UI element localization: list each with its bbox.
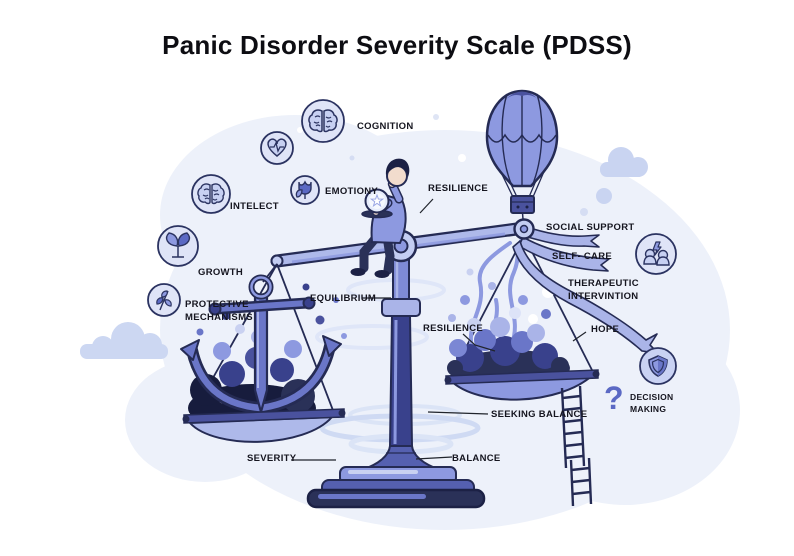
leaf-sprig-icon bbox=[147, 283, 181, 317]
label-therapeutic-intervention: THERAPEUTIC INTERVINTION bbox=[568, 278, 639, 303]
ladder bbox=[560, 385, 593, 507]
label-self-care: SELF- CARE bbox=[552, 251, 612, 262]
sprout-icon bbox=[157, 225, 199, 267]
label-seeking-balance: SEEKING BALANCE bbox=[491, 409, 588, 420]
heart-pulse-icon bbox=[260, 131, 294, 165]
right-pan bbox=[444, 369, 600, 401]
label-equilibrium: EQUILIBRIUM bbox=[310, 293, 377, 304]
people-conflict-icon bbox=[635, 233, 677, 275]
label-decision-making: DECISION MAKING bbox=[630, 392, 674, 414]
label-emotion: EMOTIONY bbox=[325, 186, 379, 197]
decor-dots bbox=[297, 114, 588, 216]
label-cognition: COGNITION bbox=[357, 121, 414, 132]
shield-icon bbox=[639, 347, 677, 385]
label-intellect: INTELECT bbox=[230, 201, 279, 212]
label-balance: BALANCE bbox=[452, 453, 501, 464]
label-growth: GROWTH bbox=[198, 267, 244, 278]
page-title: Panic Disorder Severity Scale (PDSS) bbox=[162, 30, 632, 60]
brain-icon bbox=[191, 174, 231, 214]
cloud-left bbox=[80, 322, 168, 359]
question-mark-icon: ? bbox=[604, 380, 624, 416]
tulip-icon bbox=[290, 175, 320, 205]
anchor-icon bbox=[180, 274, 342, 415]
beam-right-hub bbox=[513, 218, 535, 240]
person-with-crystal-ball bbox=[350, 158, 410, 278]
cloud-right bbox=[596, 147, 648, 204]
leader-lines bbox=[291, 198, 587, 461]
label-resilience-pan: RESILIENCE bbox=[423, 323, 484, 334]
label-social-support: SOCIAL SUPPORT bbox=[546, 222, 635, 233]
crystal-ball-icon bbox=[364, 188, 390, 214]
hot-air-balloon-icon bbox=[485, 89, 559, 226]
label-protective-mechanisms: PROTECTIVE MECHANISMS bbox=[185, 299, 253, 324]
scale-column bbox=[306, 249, 486, 509]
label-hope: HOPE bbox=[591, 324, 620, 335]
left-pan bbox=[182, 408, 346, 443]
label-resilience-person: RESILIENCE bbox=[428, 183, 489, 194]
brain-icon bbox=[301, 99, 345, 143]
label-severity: SEVERITY bbox=[247, 453, 297, 464]
